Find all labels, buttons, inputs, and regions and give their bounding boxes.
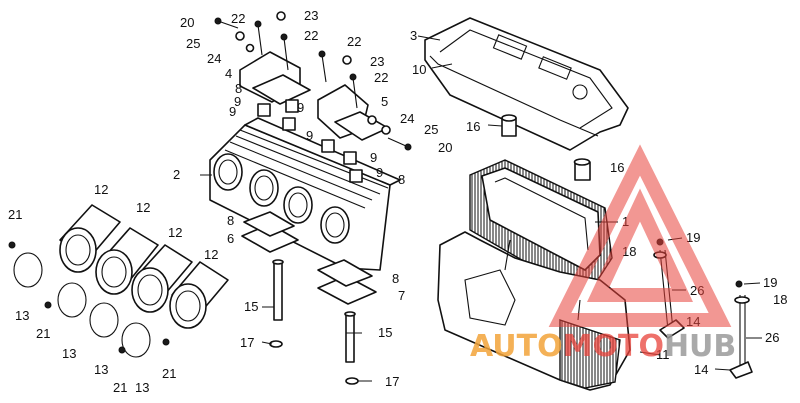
plate-8-right [317, 259, 373, 287]
label-9c: 9 [229, 104, 236, 119]
watermark-logo: AUTOMOTOHUB [470, 144, 736, 364]
washer-24a [245, 43, 255, 53]
hose-clamps [8, 241, 170, 358]
label-20b: 20 [438, 140, 452, 155]
plate-8-low [243, 211, 295, 237]
label-9f: 9 [376, 165, 383, 180]
label-17a: 17 [240, 335, 254, 350]
plate-8-top [252, 74, 311, 105]
label-21c: 21 [113, 380, 127, 395]
label-19a: 19 [686, 230, 700, 245]
label-12d: 12 [204, 247, 218, 262]
label-21d: 21 [162, 366, 176, 381]
label-2: 2 [173, 167, 180, 182]
label-9b: 9 [297, 100, 304, 115]
label-4: 4 [225, 66, 232, 81]
label-13a: 13 [15, 308, 29, 323]
nut-23a [276, 11, 286, 21]
nut-23b [342, 55, 352, 65]
watermark-text-hub: HUB [664, 329, 736, 364]
collar-9a [257, 103, 271, 117]
collar-9c [321, 139, 335, 153]
drain-tube-left [269, 259, 284, 348]
label-6: 6 [227, 231, 234, 246]
cover-gasket [429, 55, 599, 137]
label-9d: 9 [306, 128, 313, 143]
label-9e: 9 [370, 150, 377, 165]
label-8d: 8 [392, 271, 399, 286]
watermark-text-auto: AUTO [470, 329, 563, 364]
bolt-20b [404, 143, 412, 151]
label-23b: 23 [370, 54, 384, 69]
collar-9f [285, 99, 299, 113]
label-3: 3 [410, 28, 417, 43]
label-15a: 15 [244, 299, 258, 314]
label-11: 11 [656, 347, 670, 362]
label-24a: 24 [207, 51, 221, 66]
label-25b: 25 [424, 122, 438, 137]
label-12c: 12 [168, 225, 182, 240]
drain-tube-right [344, 311, 359, 385]
label-24b: 24 [400, 111, 414, 126]
label-12b: 12 [136, 200, 150, 215]
air-cleaner-cover [424, 17, 629, 151]
label-10: 10 [412, 62, 426, 77]
air-cleaner-case [437, 231, 631, 391]
collar-9b [282, 117, 296, 131]
label-23a: 23 [304, 8, 318, 23]
label-22b: 22 [304, 28, 318, 43]
label-13c: 13 [94, 362, 108, 377]
collar-9d [343, 151, 357, 165]
label-21b: 21 [36, 326, 50, 341]
label-16a: 16 [466, 119, 480, 134]
label-16b: 16 [610, 160, 624, 175]
label-18b: 18 [773, 292, 787, 307]
case-bolt-right [729, 280, 753, 379]
watermark-text-moto: MOTO [563, 329, 664, 364]
label-5: 5 [381, 94, 388, 109]
label-12a: 12 [94, 182, 108, 197]
air-chamber [209, 117, 401, 271]
label-22a: 22 [231, 11, 245, 26]
washer-24b [367, 115, 377, 125]
label-7: 7 [398, 288, 405, 303]
label-22d: 22 [374, 70, 388, 85]
watermark-triangle-icon [548, 144, 732, 327]
label-8b: 8 [398, 172, 405, 187]
label-13d: 13 [135, 380, 149, 395]
label-21a: 21 [8, 207, 22, 222]
label-19b: 19 [763, 275, 777, 290]
label-20a: 20 [180, 15, 194, 30]
label-8c: 8 [227, 213, 234, 228]
screws-22 [254, 20, 358, 109]
label-15b: 15 [378, 325, 392, 340]
carb-joints [59, 204, 229, 329]
label-25a: 25 [186, 36, 200, 51]
label-8a: 8 [235, 81, 242, 96]
washer-25b [381, 125, 391, 135]
label-13b: 13 [62, 346, 76, 361]
label-17b: 17 [385, 374, 399, 389]
label-22c: 22 [347, 34, 361, 49]
label-9a: 9 [234, 94, 241, 109]
collar-9e [349, 169, 363, 183]
svg-text:AUTOMOTOHUB: AUTOMOTOHUB [470, 329, 736, 364]
washer-25a [235, 31, 245, 41]
label-14b: 14 [694, 362, 708, 377]
label-26b: 26 [765, 330, 779, 345]
